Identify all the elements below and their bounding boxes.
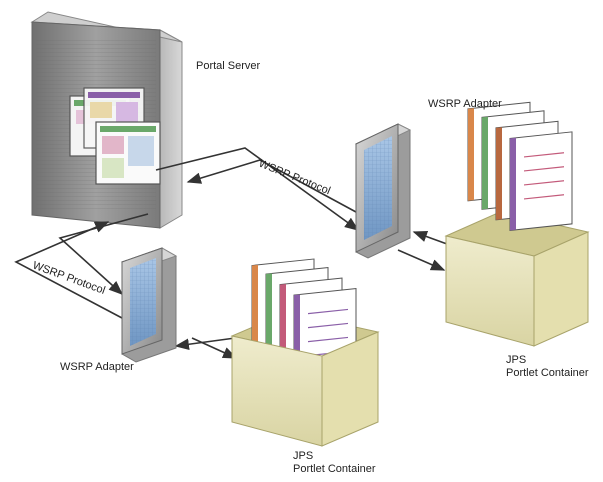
- portlet-container-label-right: Portlet Container: [506, 367, 589, 379]
- portlet-pages-right: [467, 101, 573, 231]
- arrow-adapter-right-to-server: [186, 159, 357, 213]
- arrow-server-to-adapter-left: [58, 213, 149, 295]
- portal-server: [30, 11, 183, 229]
- arrow-adapter-left-to-server: [14, 221, 123, 319]
- arrow-server-to-adapter-right: [155, 147, 360, 231]
- portal-pages-icon: [69, 87, 161, 185]
- wsrp-adapter-left-label: WSRP Adapter: [60, 361, 134, 373]
- portal-server-label: Portal Server: [196, 60, 261, 72]
- arrow-adapter-right-to-container: [397, 249, 446, 271]
- jps-label-bottom: JPS: [293, 450, 314, 462]
- wsrp-adapter-left: [120, 247, 178, 363]
- wsrp-adapter-right-label: WSRP Adapter: [428, 98, 502, 110]
- jps-container-bottom: [230, 258, 380, 447]
- arrow-adapter-left-to-container: [191, 337, 238, 359]
- protocol-label-left: WSRP Protocol: [31, 260, 107, 297]
- protocol-label-top: WSRP Protocol: [257, 158, 332, 198]
- jps-label-right: JPS: [506, 354, 527, 366]
- wsrp-adapter-right: [354, 123, 412, 259]
- portlet-container-label-bottom: Portlet Container: [293, 463, 376, 475]
- jps-container-right: [444, 101, 590, 347]
